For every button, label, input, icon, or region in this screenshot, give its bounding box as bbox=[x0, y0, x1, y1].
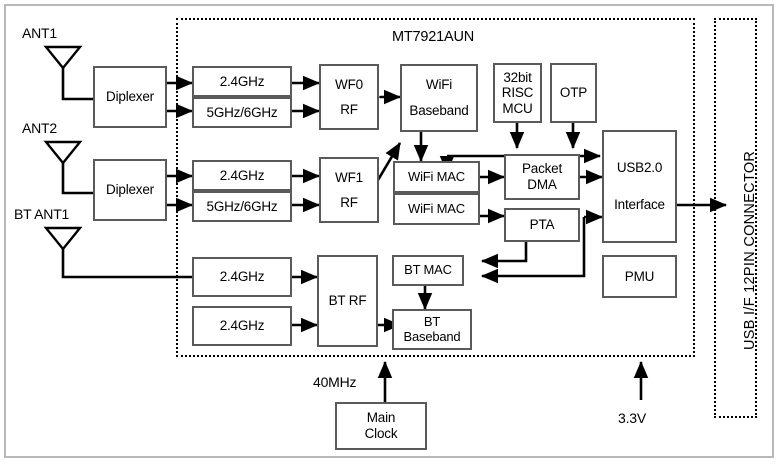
block-wifi-mac-1[interactable]: WiFi MAC bbox=[393, 161, 480, 193]
chip-boundary-mt7921aun bbox=[176, 18, 695, 357]
block-wifi-baseband[interactable]: WiFi Baseband bbox=[400, 64, 478, 132]
block-bt-mac[interactable]: BT MAC bbox=[392, 255, 464, 286]
block-bt-rf[interactable]: BT RF bbox=[317, 255, 378, 347]
block-filter-24ghz-a[interactable]: 2.4GHz bbox=[192, 66, 292, 97]
diplexer-1-label: Diplexer bbox=[106, 89, 154, 105]
block-main-clock[interactable]: Main Clock bbox=[335, 402, 427, 450]
block-wifi-mac-2[interactable]: WiFi MAC bbox=[393, 193, 480, 225]
packet-dma-label-line2: DMA bbox=[527, 177, 557, 192]
block-bt-filter-24ghz-b[interactable]: 2.4GHz bbox=[192, 306, 292, 346]
diplexer-2-label: Diplexer bbox=[106, 182, 154, 198]
filter-24ghz-a-label: 2.4GHz bbox=[219, 73, 265, 89]
pta-label: PTA bbox=[529, 217, 555, 233]
label-ant1: ANT1 bbox=[22, 25, 57, 41]
pmu-label: PMU bbox=[624, 268, 655, 284]
chip-title: MT7921AUN bbox=[392, 29, 475, 45]
block-wf1-rf[interactable]: WF1 RF bbox=[319, 157, 379, 223]
main-clock-label-line1: Main bbox=[366, 410, 396, 426]
block-otp[interactable]: OTP bbox=[550, 63, 597, 123]
mcu-label-line3: MCU bbox=[502, 100, 533, 116]
label-clock-frequency: 40MHz bbox=[313, 374, 357, 390]
filter-24ghz-b-label: 2.4GHz bbox=[219, 167, 265, 183]
wifi-mac-1-label: WiFi MAC bbox=[408, 168, 465, 184]
bt-baseband-label-line2: Baseband bbox=[403, 328, 461, 344]
connector-boundary bbox=[714, 18, 757, 418]
block-pta[interactable]: PTA bbox=[504, 208, 580, 242]
block-usb2-interface[interactable]: USB2.0 Interface bbox=[602, 130, 677, 243]
wf0-rf-label-line2: RF bbox=[340, 101, 358, 117]
bt-filter-24ghz-b-label: 2.4GHz bbox=[219, 318, 265, 334]
label-ant2: ANT2 bbox=[22, 120, 57, 136]
wf1-rf-label-line1: WF1 bbox=[335, 169, 363, 185]
wf1-rf-label-line2: RF bbox=[340, 194, 358, 210]
block-32bit-risc-mcu[interactable]: 32bit RISC MCU bbox=[493, 63, 542, 123]
wifi-baseband-label-line2: Baseband bbox=[409, 103, 469, 119]
block-diplexer-2[interactable]: Diplexer bbox=[93, 159, 167, 221]
bt-filter-24ghz-a-label: 2.4GHz bbox=[219, 269, 265, 285]
wf0-rf-label-line1: WF0 bbox=[335, 76, 363, 92]
wifi-baseband-label-line1: WiFi bbox=[425, 77, 453, 93]
label-bt-ant1: BT ANT1 bbox=[14, 206, 70, 222]
packet-dma-label-line1: Packet bbox=[521, 161, 563, 177]
filter-5-6ghz-b-label: 5GHz/6GHz bbox=[206, 198, 278, 214]
block-bt-baseband[interactable]: BT Baseband bbox=[392, 309, 472, 350]
wifi-mac-2-label: WiFi MAC bbox=[408, 200, 465, 216]
block-filter-24ghz-b[interactable]: 2.4GHz bbox=[192, 160, 292, 191]
block-wf0-rf[interactable]: WF0 RF bbox=[319, 64, 379, 130]
block-pmu[interactable]: PMU bbox=[602, 255, 677, 298]
mcu-label-line2: RISC bbox=[501, 85, 534, 101]
block-packet-dma[interactable]: Packet DMA bbox=[504, 154, 580, 200]
usb2-interface-label-line1: USB2.0 bbox=[616, 160, 663, 176]
bt-mac-label: BT MAC bbox=[404, 262, 452, 278]
block-filter-5-6ghz-b[interactable]: 5GHz/6GHz bbox=[192, 191, 292, 222]
label-usb-connector: USB I/F 12PIN CONNECTOR bbox=[742, 150, 758, 350]
bt-rf-label: BT RF bbox=[328, 293, 367, 309]
mcu-label-line1: 32bit bbox=[503, 70, 532, 86]
bt-baseband-label-line1: BT bbox=[423, 313, 441, 329]
block-bt-filter-24ghz-a[interactable]: 2.4GHz bbox=[192, 257, 292, 297]
block-diplexer-1[interactable]: Diplexer bbox=[93, 66, 167, 128]
otp-label: OTP bbox=[559, 85, 588, 101]
filter-5-6ghz-a-label: 5GHz/6GHz bbox=[206, 104, 278, 120]
main-clock-label-line2: Clock bbox=[364, 426, 398, 441]
usb2-interface-label-line2: Interface bbox=[614, 196, 665, 212]
block-filter-5-6ghz-a[interactable]: 5GHz/6GHz bbox=[192, 97, 292, 128]
label-supply-voltage: 3.3V bbox=[618, 410, 646, 426]
